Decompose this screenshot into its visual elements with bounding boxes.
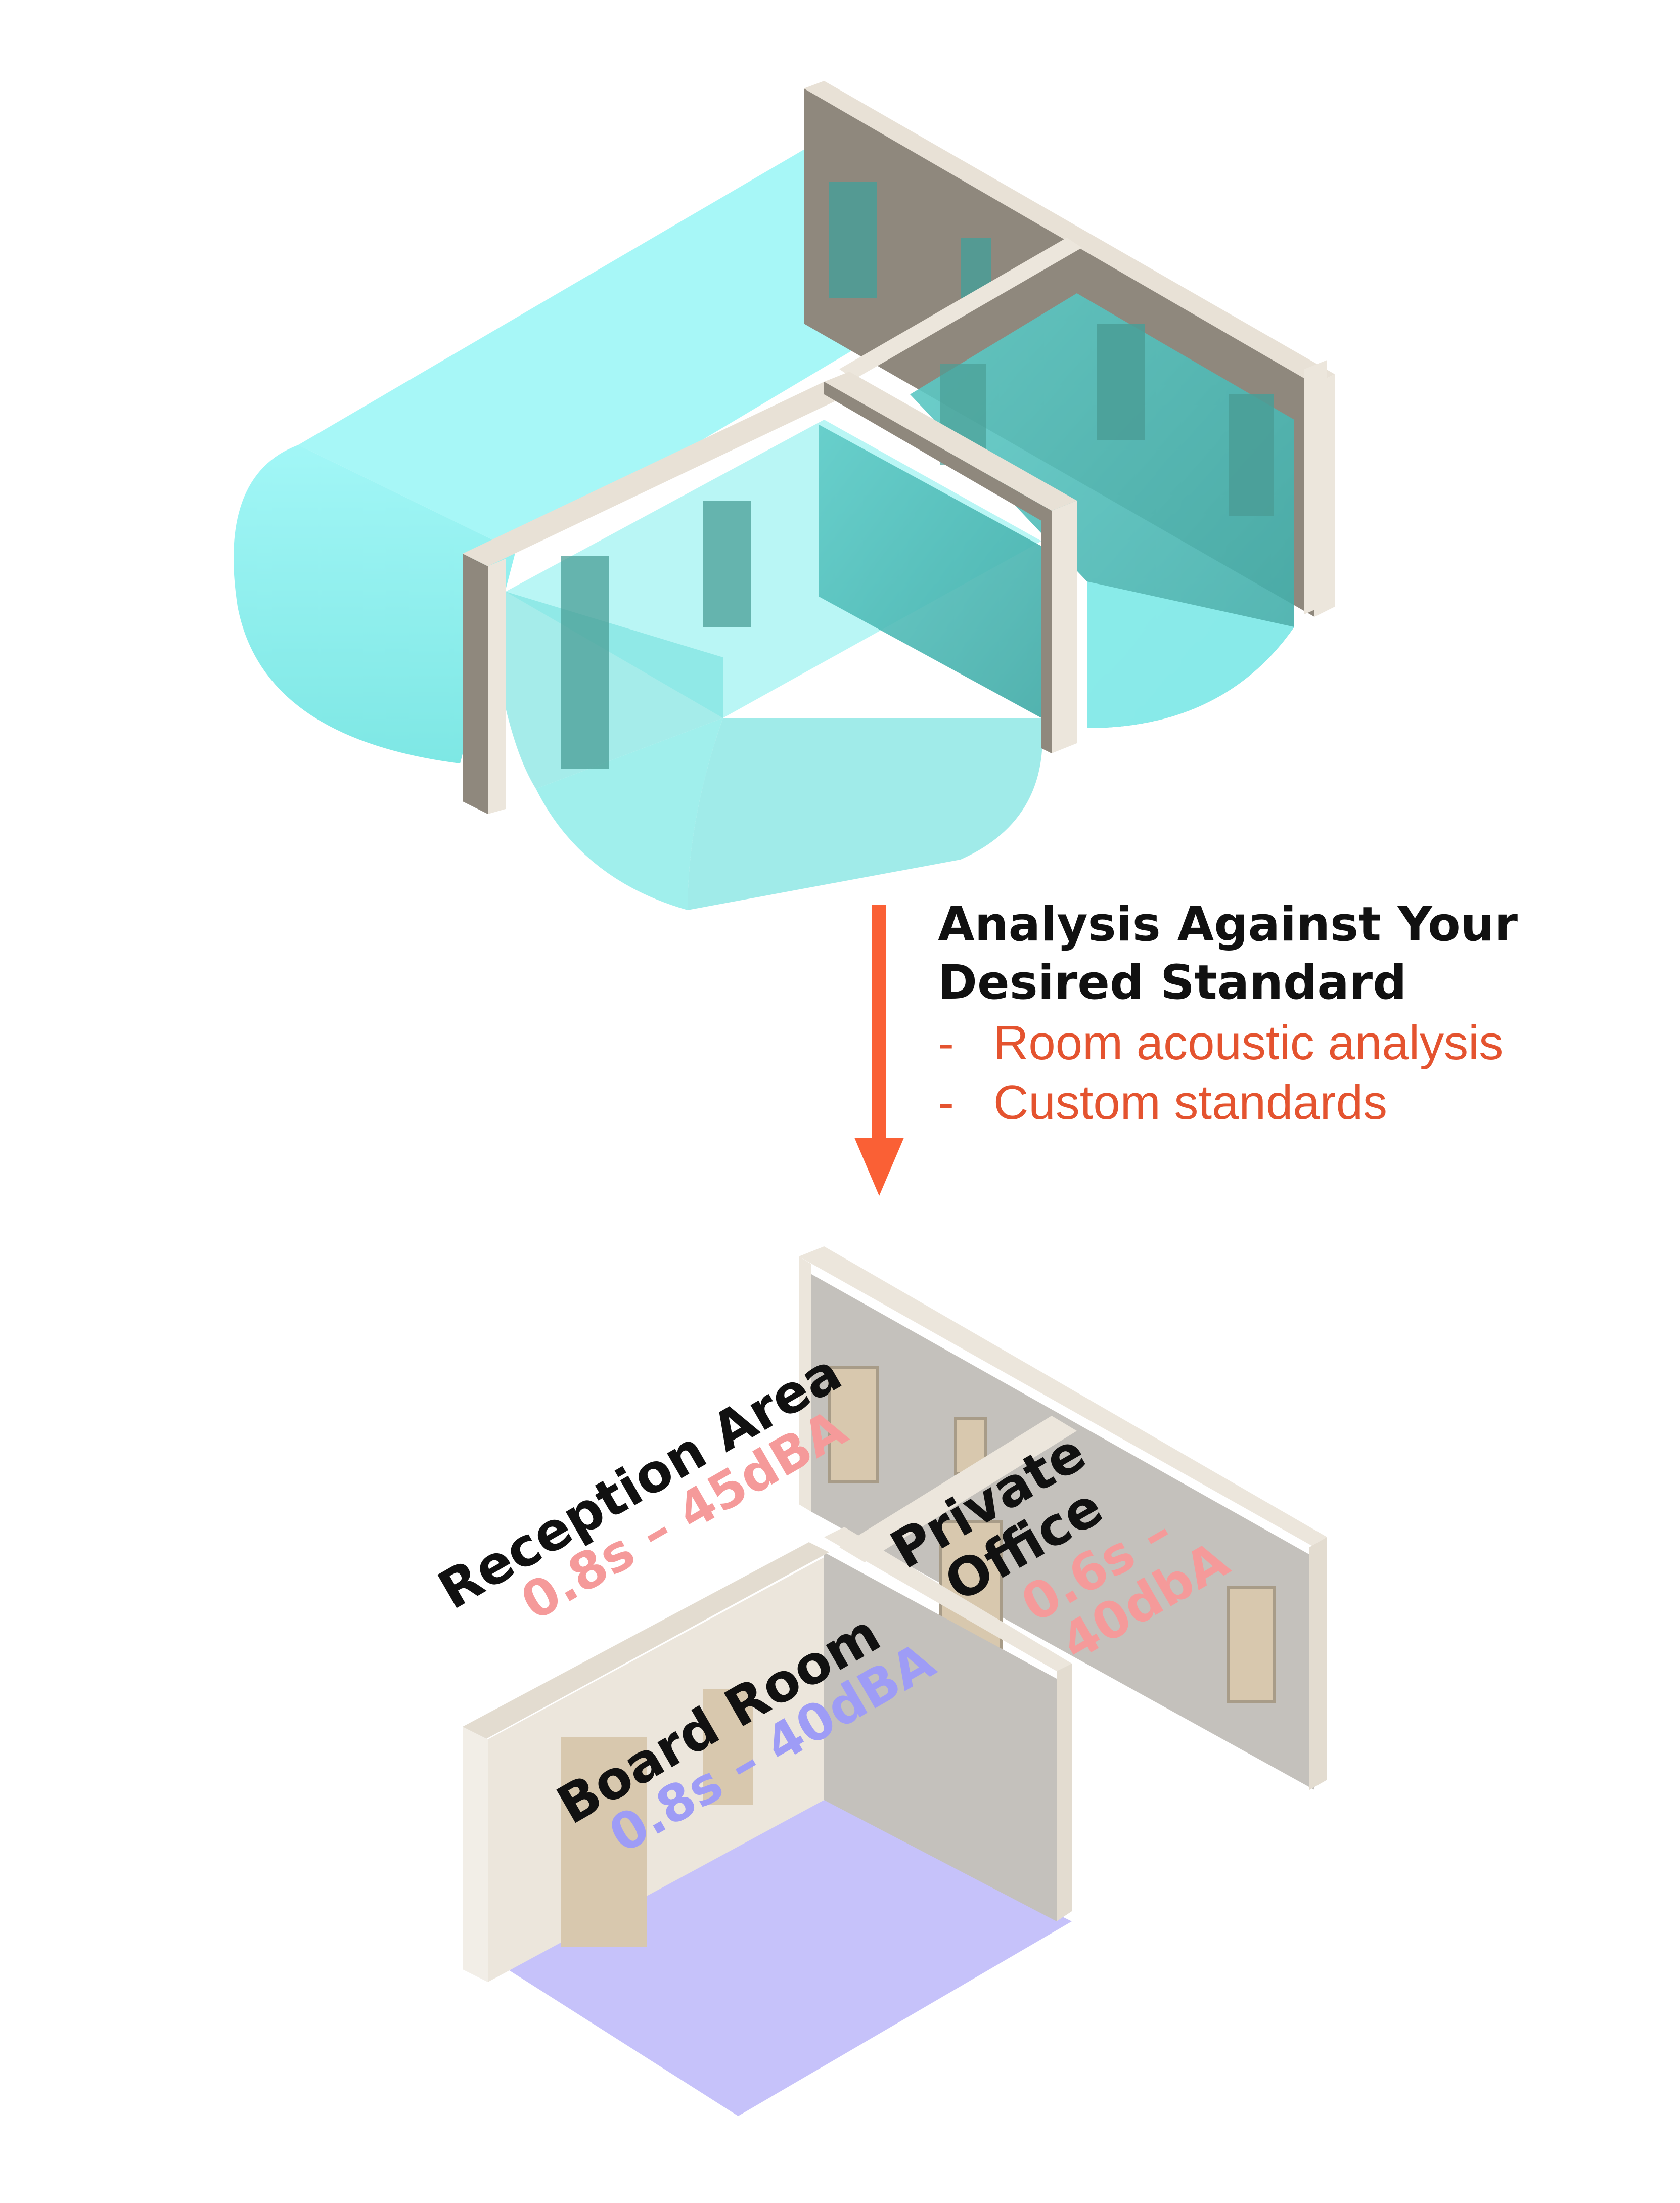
result-front-wall-left (463, 1727, 488, 1982)
result-back-wall-top (799, 1246, 1327, 1547)
result-front-wall-top (463, 1542, 829, 1739)
divider-wall-top (824, 372, 1077, 511)
front-wall-side (463, 554, 488, 814)
arrow-head (854, 1138, 904, 1196)
caption-title-line2: Desired Standard (938, 955, 1406, 1010)
result-door-office-2 (1227, 1586, 1276, 1703)
result-back-wall-left (799, 1256, 811, 1512)
office-wall-end (1304, 360, 1327, 614)
result-divider-wall-end (1057, 1664, 1072, 1921)
caption-bullet-1: - (938, 1016, 954, 1070)
result-door-board-1 (561, 1737, 647, 1947)
result-back-wall-face (811, 1274, 1314, 1790)
caption-bullet-2: - (938, 1075, 954, 1130)
top-3d-model (234, 81, 1335, 910)
front-wall-top-face (463, 382, 849, 566)
arrow-shaft (872, 905, 886, 1153)
office-volume-front (1087, 581, 1294, 728)
boardroom-volume-front (536, 718, 723, 910)
analysis-arrow (854, 905, 904, 1196)
reception-volume-side (234, 445, 516, 763)
door-office-2 (1229, 394, 1274, 516)
result-door-back-1 (828, 1366, 879, 1483)
door-office-1 (1097, 324, 1145, 440)
caption-item-1: Room acoustic analysis (993, 1016, 1503, 1070)
mid-wall-face (839, 238, 1082, 379)
door-board-2 (703, 501, 751, 627)
back-wall-top-face (804, 81, 1335, 384)
caption-item-2: Custom standards (993, 1075, 1387, 1130)
result-mid-wall-top (839, 1416, 1077, 1562)
front-wall-face (488, 559, 506, 814)
divider-wall-end (1052, 501, 1077, 753)
result-door-board-2 (703, 1689, 753, 1805)
caption: Analysis Against Your Desired Standard -… (938, 897, 1518, 1130)
result-back-wall-end (1309, 1537, 1327, 1790)
boardroom-volume-back (819, 425, 1041, 718)
door-board-1 (561, 556, 609, 769)
bottom-3d-model (463, 1246, 1327, 2116)
boardroom-volume-right (688, 718, 1042, 910)
result-divider-wall-face (824, 1552, 1057, 1921)
divider-wall-side (824, 382, 1052, 753)
result-divider-wall-top (824, 1527, 1072, 1671)
caption-title-line1: Analysis Against Your (938, 897, 1518, 952)
door-back-1 (829, 182, 877, 298)
boardroom-floor (488, 1800, 1072, 2116)
